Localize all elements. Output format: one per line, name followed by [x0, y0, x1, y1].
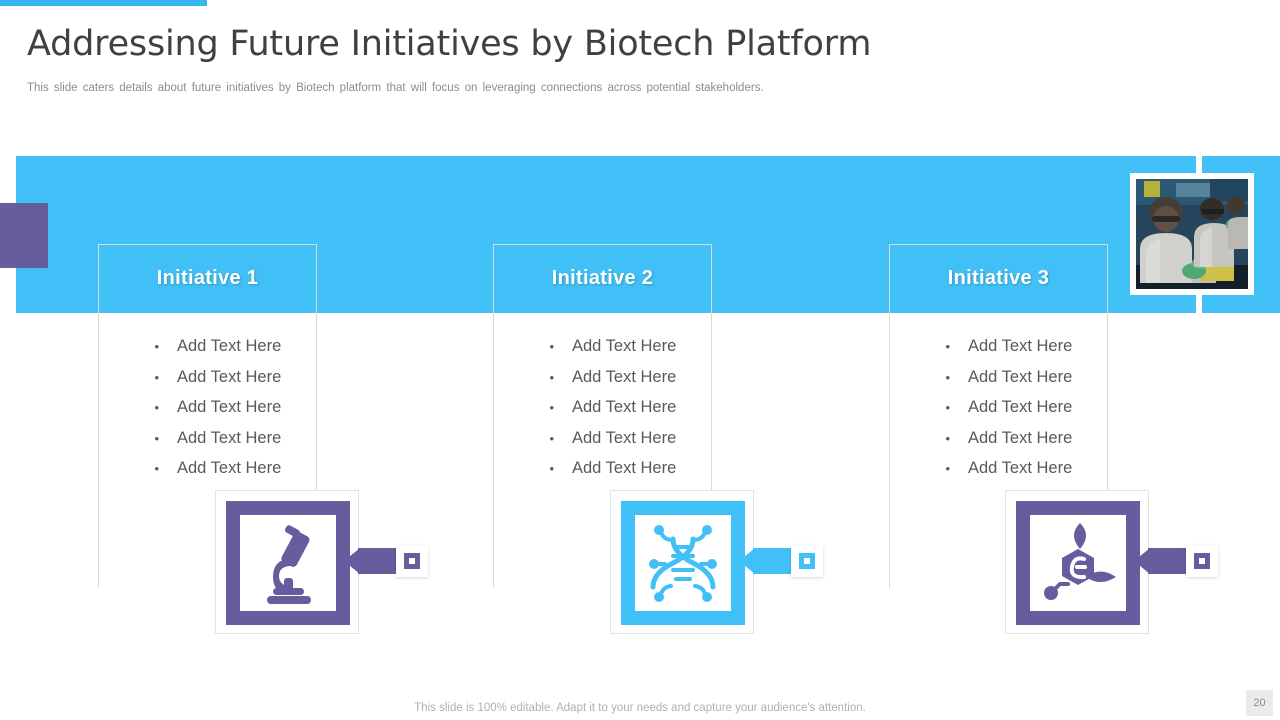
bullet-list-1: • Add Text Here • Add Text Here • Add Text …: [99, 337, 316, 490]
list-item-label: Add Text Here: [572, 428, 677, 447]
list-item[interactable]: • Add Text Here: [890, 398, 1107, 429]
page-subtitle: This slide caters details about future i…: [27, 82, 764, 94]
microscope-icon: [267, 525, 311, 604]
connector-endpoint-1[interactable]: [396, 545, 428, 577]
list-item-label: Add Text Here: [572, 398, 677, 416]
list-item[interactable]: • Add Text Here: [494, 429, 711, 460]
arrow-tip-icon: [1134, 548, 1150, 574]
bullet-icon: •: [945, 461, 950, 476]
icon-frame-2: [621, 501, 745, 625]
molecule-leaf-icon: [1044, 523, 1116, 600]
bullet-icon: •: [154, 400, 159, 415]
list-item-label: Add Text Here: [968, 398, 1073, 416]
blue-banner: [16, 156, 1196, 313]
bullet-icon: •: [154, 430, 159, 446]
initiative-title-1: Initiative 1: [156, 267, 259, 289]
list-item[interactable]: • Add Text Here: [99, 398, 316, 429]
initiative-column-1[interactable]: Initiative 1 • Add Text Here • Add Text He…: [98, 244, 317, 589]
purple-accent-tab: [0, 203, 48, 268]
square-marker-icon: [799, 553, 815, 569]
icon-frame-3: [1016, 501, 1140, 625]
connector-endpoint-2[interactable]: [791, 545, 823, 577]
list-item-label: Add Text Here: [572, 337, 677, 355]
list-item[interactable]: • Add Text Here: [99, 337, 316, 368]
lab-photo-frame: [1130, 173, 1254, 295]
bullet-icon: •: [945, 430, 950, 446]
list-item[interactable]: • Add Text Here: [890, 429, 1107, 460]
dna-circuit-icon: [649, 525, 717, 602]
top-accent-bar: [0, 0, 207, 6]
list-item-label: Add Text Here: [177, 459, 282, 477]
bullet-icon: •: [549, 369, 554, 385]
bullet-icon: •: [154, 369, 159, 385]
list-item[interactable]: • Add Text Here: [890, 337, 1107, 368]
list-item[interactable]: • Add Text Here: [890, 459, 1107, 490]
list-item-label: Add Text Here: [968, 428, 1073, 447]
square-marker-icon: [1194, 553, 1210, 569]
arrow-bar: [1148, 548, 1192, 574]
page-title: Addressing Future Initiatives by Biotech…: [27, 24, 872, 64]
initiative-title-3: Initiative 3: [947, 267, 1050, 289]
icon-block-2[interactable]: [610, 490, 754, 634]
bullet-icon: •: [549, 430, 554, 446]
icon-block-3[interactable]: [1005, 490, 1149, 634]
list-item-label: Add Text Here: [968, 367, 1073, 386]
bullet-list-2: • Add Text Here • Add Text Here • Add Text …: [494, 337, 711, 490]
list-item-label: Add Text Here: [177, 428, 282, 447]
list-item-label: Add Text Here: [177, 337, 282, 355]
bullet-icon: •: [945, 369, 950, 385]
initiative-title-2: Initiative 2: [551, 267, 654, 289]
bullet-icon: •: [154, 461, 159, 476]
list-item-label: Add Text Here: [968, 459, 1073, 477]
list-item-label: Add Text Here: [572, 459, 677, 477]
list-item-label: Add Text Here: [177, 367, 282, 386]
bullet-list-3: • Add Text Here • Add Text Here • Add Text …: [890, 337, 1107, 490]
list-item-label: Add Text Here: [968, 337, 1073, 355]
bullet-icon: •: [549, 400, 554, 415]
lab-photo: [1136, 179, 1248, 289]
list-item[interactable]: • Add Text Here: [890, 368, 1107, 399]
icon-block-1[interactable]: [215, 490, 359, 634]
bullet-icon: •: [549, 339, 554, 354]
slide-number-badge: 20: [1246, 690, 1273, 716]
arrow-tip-icon: [344, 548, 360, 574]
arrow-bar: [753, 548, 797, 574]
square-marker-icon: [404, 553, 420, 569]
bullet-icon: •: [154, 339, 159, 354]
list-item-label: Add Text Here: [572, 367, 677, 386]
icon-frame-1: [226, 501, 350, 625]
footer-note: This slide is 100% editable. Adapt it to…: [414, 702, 866, 714]
list-item-label: Add Text Here: [177, 398, 282, 416]
list-item[interactable]: • Add Text Here: [494, 368, 711, 399]
bullet-icon: •: [945, 339, 950, 354]
list-item[interactable]: • Add Text Here: [99, 368, 316, 399]
arrow-bar: [358, 548, 402, 574]
connector-endpoint-3[interactable]: [1186, 545, 1218, 577]
bullet-icon: •: [945, 400, 950, 415]
list-item[interactable]: • Add Text Here: [494, 337, 711, 368]
bullet-icon: •: [549, 461, 554, 476]
list-item[interactable]: • Add Text Here: [494, 459, 711, 490]
arrow-tip-icon: [739, 548, 755, 574]
list-item[interactable]: • Add Text Here: [494, 398, 711, 429]
list-item[interactable]: • Add Text Here: [99, 429, 316, 460]
list-item[interactable]: • Add Text Here: [99, 459, 316, 490]
